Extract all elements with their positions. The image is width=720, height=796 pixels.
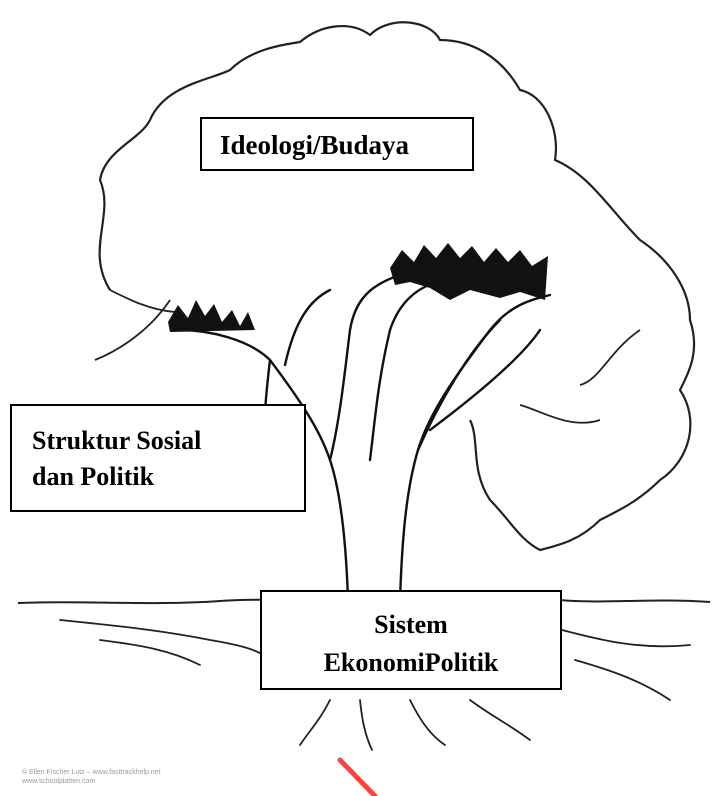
credit-line2: www.schoolplatten.com bbox=[22, 777, 161, 786]
foliage-cluster-left bbox=[168, 300, 255, 332]
label-ideologi-budaya: Ideologi/Budaya bbox=[200, 117, 474, 171]
foliage-clusters bbox=[168, 243, 548, 332]
watermark-mark bbox=[340, 760, 375, 796]
foliage-cluster-right bbox=[390, 243, 548, 300]
branch-right-2 bbox=[430, 330, 540, 430]
label-struktur-line2: dan Politik bbox=[32, 459, 304, 495]
branch-mid bbox=[330, 275, 400, 460]
credit-line1: © Ellen Fischer Lutz – www.fasttrackhelp… bbox=[22, 768, 161, 777]
label-struktur-line1: Struktur Sosial bbox=[32, 423, 304, 459]
label-ideologi-budaya-text: Ideologi/Budaya bbox=[220, 119, 472, 171]
label-sistem-ekonomi-politik: Sistem EkonomiPolitik bbox=[260, 590, 562, 690]
label-sistem-line2: EkonomiPolitik bbox=[262, 644, 560, 682]
branch-mid-2 bbox=[370, 280, 445, 460]
branch-left-b bbox=[285, 290, 330, 365]
label-sistem-line1: Sistem bbox=[262, 606, 560, 644]
label-struktur-sosial-politik: Struktur Sosial dan Politik bbox=[10, 404, 306, 512]
image-credit: © Ellen Fischer Lutz – www.fasttrackhelp… bbox=[22, 768, 161, 786]
